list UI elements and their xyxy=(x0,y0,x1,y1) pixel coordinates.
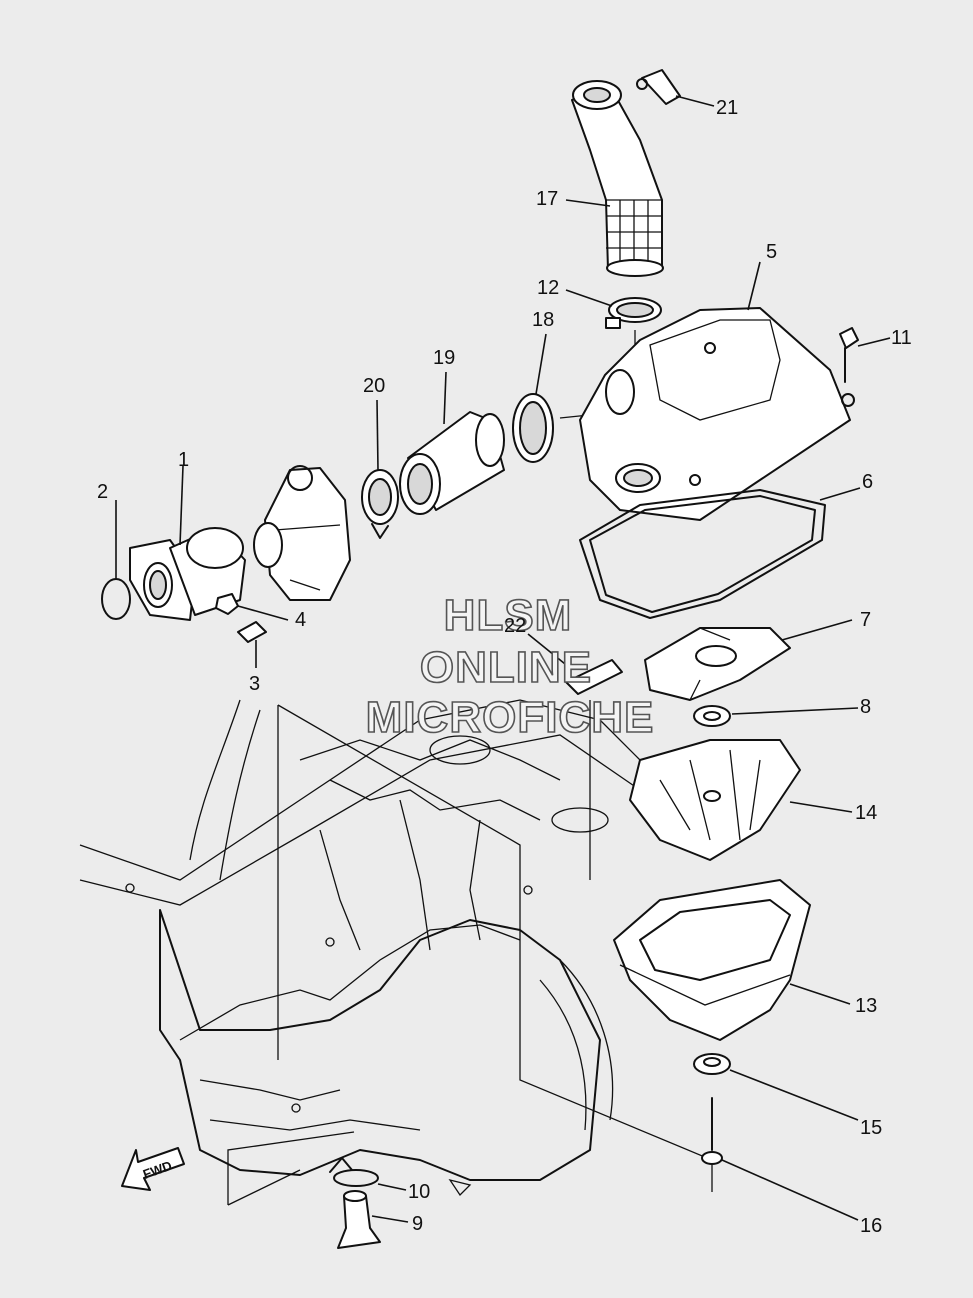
callout-15: 15 xyxy=(860,1117,882,1139)
screw-11 xyxy=(839,327,859,383)
callout-1: 1 xyxy=(178,449,189,471)
callout-9: 9 xyxy=(412,1213,423,1235)
callout-numbers: 1 2 3 4 5 6 7 8 9 10 11 12 13 14 15 16 1… xyxy=(97,97,912,1237)
callout-6: 6 xyxy=(862,471,873,493)
washer-8 xyxy=(693,705,731,727)
damper-15 xyxy=(693,1053,731,1075)
drain-cap-9 xyxy=(337,1190,381,1249)
callout-17: 17 xyxy=(536,188,558,210)
manifold-joint-1 xyxy=(129,527,246,621)
callout-18: 18 xyxy=(532,309,554,331)
band-18 xyxy=(512,393,554,463)
assembly-reference-lines xyxy=(227,330,713,1206)
callout-16: 16 xyxy=(860,1215,882,1237)
callout-4: 4 xyxy=(295,609,306,631)
callout-21: 21 xyxy=(716,97,738,119)
callout-7: 7 xyxy=(860,609,871,631)
callout-14: 14 xyxy=(855,802,877,824)
element-7 xyxy=(644,627,791,701)
callout-11: 11 xyxy=(891,327,912,349)
element-holder-14 xyxy=(629,739,801,861)
bolt-3 xyxy=(237,621,267,643)
clamp-12 xyxy=(605,297,662,329)
leader-lines xyxy=(115,95,891,1223)
callout-22: 22 xyxy=(504,615,526,637)
bolt-16 xyxy=(701,1097,723,1165)
air-filter-case-5 xyxy=(579,307,855,521)
watermark: HLSM ONLINE MICROFICHE xyxy=(365,590,655,743)
callout-13: 13 xyxy=(855,995,877,1017)
callout-19: 19 xyxy=(433,347,455,369)
callout-3: 3 xyxy=(249,673,260,695)
callout-12: 12 xyxy=(537,277,559,299)
gasket-6 xyxy=(579,489,826,619)
callout-8: 8 xyxy=(860,696,871,718)
joint-19 xyxy=(399,411,505,515)
frame-body-drawing xyxy=(79,699,641,1197)
clip-10 xyxy=(329,1157,379,1187)
callout-5: 5 xyxy=(766,241,777,263)
watermark-line-2: ONLINE xyxy=(420,643,592,692)
cleaner-element-13 xyxy=(613,879,811,1041)
callout-2: 2 xyxy=(97,481,108,503)
elbow-21 xyxy=(636,69,681,105)
clamp-20 xyxy=(361,469,399,539)
fwd-arrow: FWD xyxy=(121,1147,185,1191)
label-22 xyxy=(565,659,623,695)
o-ring-2 xyxy=(101,578,131,620)
callout-10: 10 xyxy=(408,1181,430,1203)
watermark-line-1: HLSM xyxy=(444,591,573,640)
callout-20: 20 xyxy=(363,375,385,397)
watermark-line-3: MICROFICHE xyxy=(366,693,655,742)
intake-tube-17 xyxy=(571,80,664,277)
nut-4 xyxy=(215,593,239,615)
carburetor xyxy=(253,465,351,601)
